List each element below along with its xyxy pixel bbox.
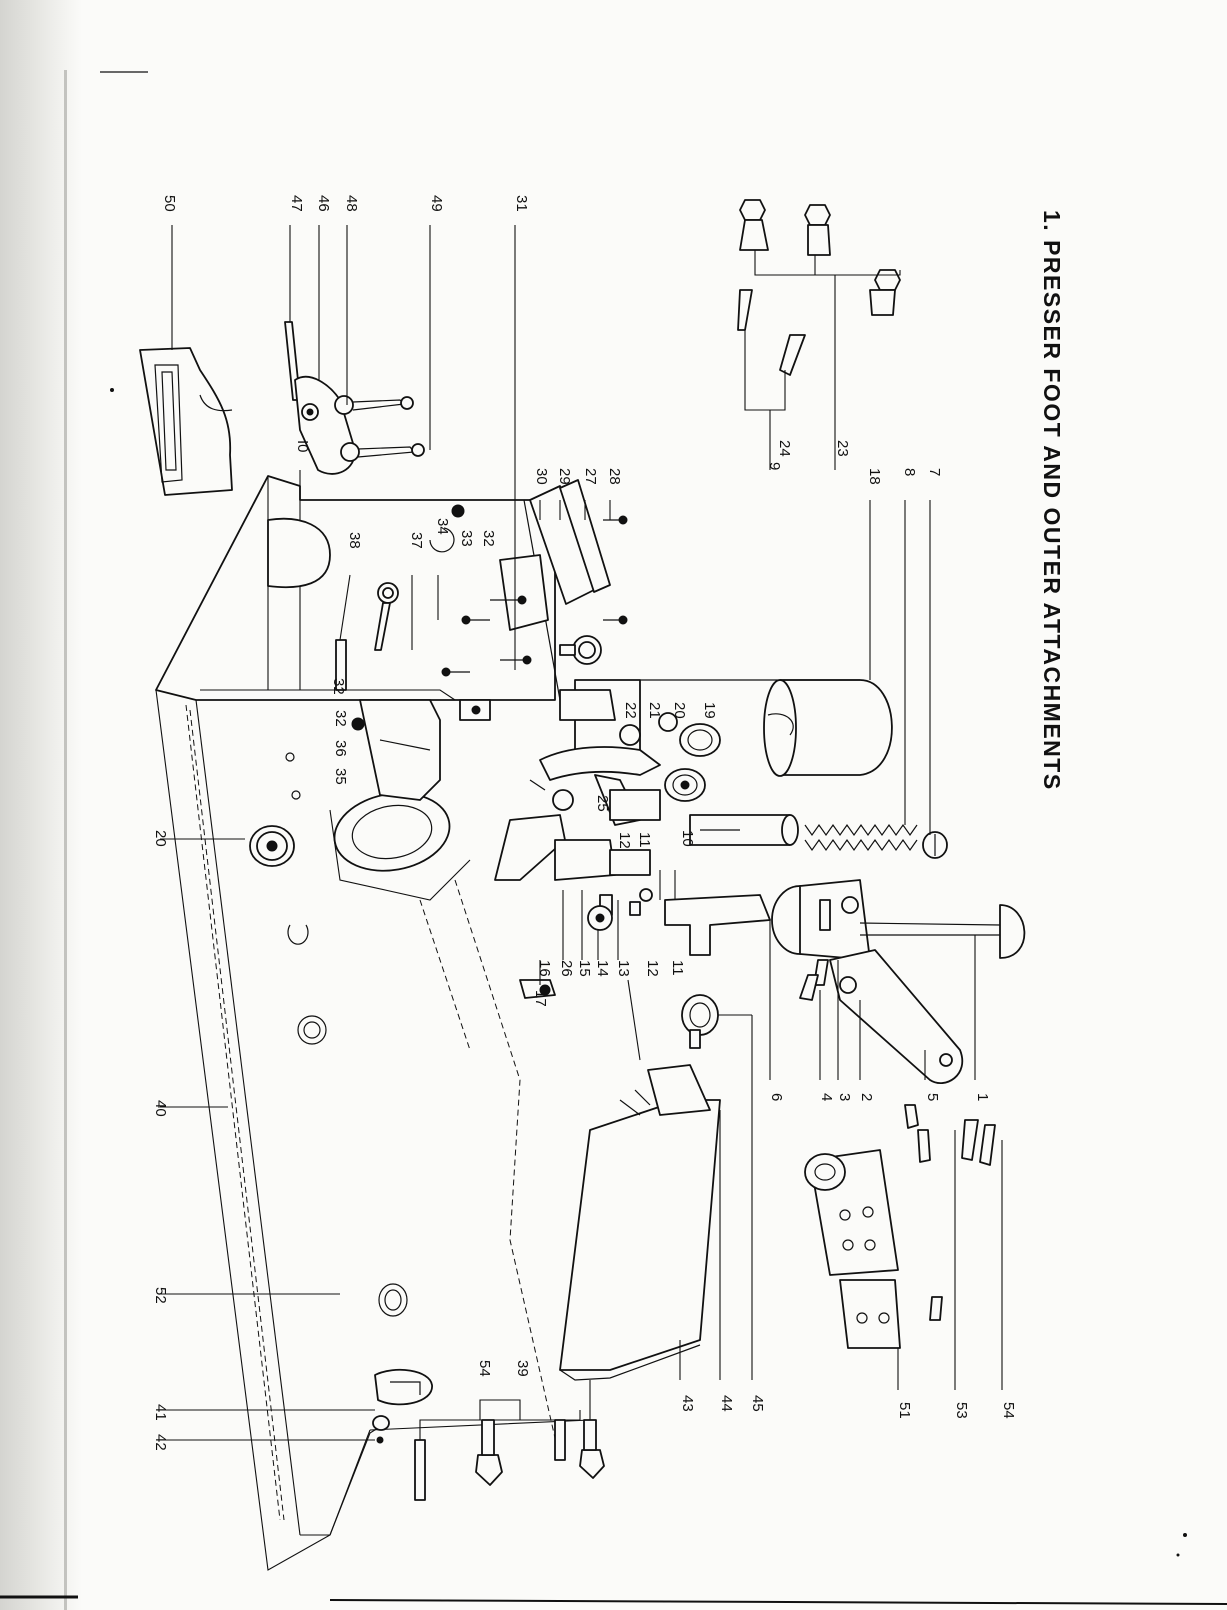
diagram-title: 1. PRESSER FOOT AND OUTER ATTACHMENTS: [1039, 210, 1065, 791]
callout-label-31: 31: [513, 195, 530, 212]
callout-label-37: 37: [408, 532, 425, 549]
callout-label-50: 50: [161, 195, 178, 212]
callout-label-25: 25: [594, 795, 611, 812]
callout-label-16: 16: [536, 960, 553, 977]
callout-label-11: 11: [636, 832, 653, 848]
callout-label-45: 45: [749, 1395, 766, 1412]
callout-label-9: 9: [766, 462, 783, 470]
callout-label-18: 18: [866, 468, 883, 485]
callout-label-38: 38: [346, 532, 363, 549]
callout-label-21: 21: [646, 702, 663, 719]
callout-label-28: 28: [606, 468, 623, 485]
part-20-thumb-wheel: [249, 825, 295, 867]
bottom-rule-right: [329, 1599, 1227, 1605]
callout-label-4: 4: [818, 1093, 835, 1101]
callout-label-32: 32: [480, 530, 497, 547]
scan-speck: [1183, 1533, 1187, 1537]
callout-label-19: 19: [701, 702, 718, 719]
callout-label-12: 12: [644, 960, 661, 977]
callout-label-52: 52: [152, 1287, 169, 1304]
callout-label-41: 41: [152, 1404, 169, 1421]
callout-label-30: 30: [533, 468, 550, 485]
parts-23-24-screws-and-pins: [737, 199, 901, 470]
callout-label-26: 26: [558, 960, 575, 977]
callout-label-5: 5: [924, 1093, 941, 1101]
callout-label-39: 39: [514, 1360, 531, 1377]
callout-label-24: 24: [776, 440, 793, 457]
callout-label-29: 29: [556, 468, 573, 485]
scanned-page-edge: [0, 0, 82, 1610]
callout-label-40: 40: [152, 1100, 169, 1117]
callout-label-20: 20: [671, 702, 688, 719]
parts-1-6-lifter-assembly: [664, 879, 1026, 1085]
callout-label-53: 53: [953, 1402, 970, 1419]
callout-label-8: 8: [901, 468, 918, 476]
leader-lines: [160, 225, 1003, 1441]
parts-39-54-bottom-screws: [414, 1399, 605, 1501]
callout-label-13: 13: [615, 960, 632, 977]
callout-label-49: 49: [428, 195, 445, 212]
parts-46-49-bracket-assembly: I0: [284, 321, 425, 475]
callout-label-47: 47: [288, 195, 305, 212]
callout-label-51: 51: [896, 1402, 913, 1419]
callout-label-22: 22: [622, 702, 639, 719]
callout-label-20: 20: [152, 830, 169, 847]
callout-label-54: 54: [1000, 1402, 1017, 1419]
callout-label-12: 12: [616, 832, 633, 849]
callout-label-1: 1: [974, 1093, 991, 1101]
callout-label-34: 34: [434, 518, 451, 535]
callout-label-46: 46: [315, 195, 332, 212]
callout-label-43: 43: [679, 1395, 696, 1412]
callout-label-23: 23: [834, 440, 851, 457]
part-18-presser-bar-cylinder: [640, 679, 893, 777]
callout-label-14: 14: [594, 960, 611, 977]
svg-text:I0: I0: [294, 440, 311, 453]
callout-label-6: 6: [768, 1093, 785, 1101]
callout-label-32: 32: [332, 710, 349, 727]
parts-43-45-extension-table: [559, 994, 721, 1381]
callout-label-15: 15: [576, 960, 593, 977]
callout-label-11: 11: [669, 960, 686, 976]
callout-label-7: 7: [926, 468, 943, 476]
central-presser-mechanism: [335, 582, 948, 999]
callout-label-2: 2: [858, 1093, 875, 1101]
parts-51-54-hinge-assembly: [804, 1104, 996, 1349]
callout-label-33: 33: [458, 530, 475, 547]
callout-label-32: 32: [330, 678, 347, 695]
callout-label-48: 48: [343, 195, 360, 212]
callout-label-27: 27: [582, 468, 599, 485]
callout-label-17: 17: [532, 990, 549, 1007]
scan-speck: [1176, 1553, 1180, 1557]
machine-bed-housing: [155, 470, 591, 1571]
callout-label-54: 54: [476, 1360, 493, 1377]
callout-label-36: 36: [332, 740, 349, 757]
callout-label-35: 35: [332, 768, 349, 785]
callout-label-10: 10: [679, 830, 696, 847]
callout-label-44: 44: [718, 1395, 735, 1412]
callout-label-42: 42: [152, 1434, 169, 1451]
part-50-slotted-cover: [139, 347, 233, 496]
scan-speck: [110, 388, 114, 392]
parts-27-30-feed-plates: [429, 479, 628, 701]
callout-label-3: 3: [836, 1093, 853, 1101]
page-binding-shadow: [64, 70, 67, 1610]
